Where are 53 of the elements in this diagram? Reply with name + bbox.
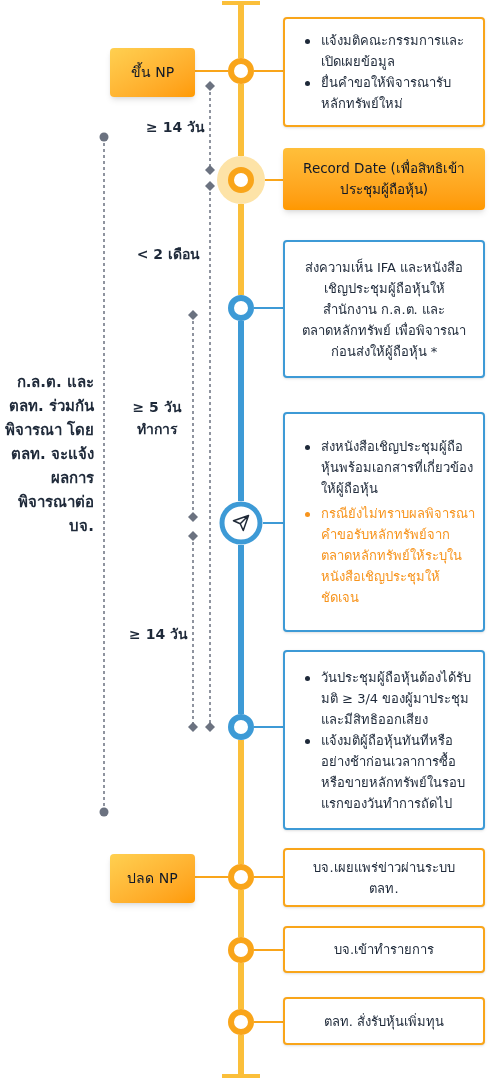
box-text: Record Date (เพื่อสิทธิเข้าประชุมผู้ถือหุ้น) [302, 158, 466, 200]
timeline-segment [238, 963, 244, 1009]
highlight-box [283, 148, 485, 210]
milestone-circle [228, 864, 254, 890]
bullet-text: ยื่นคำขอให้พิจารณารับหลักทรัพย์ใหม่ [321, 73, 452, 113]
milestone-tag [110, 48, 195, 97]
callout-box [283, 650, 485, 830]
milestone-circle [228, 58, 254, 84]
timeline-segment [238, 545, 244, 714]
timeline-segment [238, 890, 244, 937]
connector-line [253, 1021, 284, 1023]
tag-text: ขึ้น NP [130, 62, 175, 82]
duration-label: ≥ 5 วันทำการ [131, 398, 183, 439]
milestone-tag [110, 854, 195, 903]
callout-box [283, 240, 485, 378]
milestone-circle [228, 1009, 254, 1035]
duration-label: ≥ 14 วัน [145, 118, 205, 137]
box-text: บจ.เผยแพร่ข่าวผ่านระบบ ตลท. [312, 858, 456, 898]
box-text: ตลท. สั่งรับหุ้นเพิ่มทุน [323, 1012, 445, 1032]
milestone-circle [217, 156, 265, 204]
callout-box [283, 412, 485, 632]
bullet-text: วันประชุมผู้ถือหุ้นต้องได้รับมติ ≥ 3/4 ของผู้มาประชุมและมีสิทธิออกเสียง [321, 668, 472, 729]
bullet-text: ส่งหนังสือเชิญประชุมผู้ถือหุ้นพร้อมเอกสารที่เกี่ยวข้องให้ผู้ถือหุ้น [321, 438, 474, 499]
timeline-segment [238, 321, 244, 501]
connector-line [194, 70, 229, 72]
milestone-circle [228, 714, 254, 740]
bullet-text: แจ้งมติคณะกรรมการและเปิดเผยข้อมูล [321, 32, 465, 72]
connector-line [194, 876, 229, 878]
tag-text: ปลด NP [127, 869, 178, 888]
box-text: ส่งความเห็น IFA และหนังสือเชิญประชุมผู้ถือหุ้นให้สำนักงาน ก.ล.ต. และตลาดหลักทรัพย์ เพื่อพิจารณาก่อนส่งให้ผู้ถือหุ้น * [300, 257, 468, 362]
paper-plane-milestone [219, 501, 263, 545]
connector-line [253, 949, 284, 951]
milestone-circle [228, 937, 254, 963]
callout-box [283, 926, 485, 973]
note-text: ก.ล.ต. และ ตลท. ร่วมกันพิจารณา โดย ตลท. จะแจ้งผลการพิจารณาต่อ บจ. [3, 372, 94, 537]
duration-label: ≥ 14 วัน [128, 625, 188, 644]
timeline-segment [238, 84, 244, 156]
timeline-segment [238, 740, 244, 864]
callout-box [283, 17, 485, 127]
connector-line [253, 307, 284, 309]
connector-line [253, 876, 284, 878]
connector-line [253, 70, 284, 72]
connector-line [264, 179, 284, 181]
duration-label: < 2 เดือน [135, 245, 200, 264]
timeline-segment [238, 204, 244, 295]
box-text: บจ.เข้าทำรายการ [333, 941, 435, 959]
milestone-circle [228, 295, 254, 321]
bullet-text: แจ้งมติผู้ถือหุ้นทันทีหรืออย่างช้าก่อนเวลาการซื้อหรือขายหลักทรัพย์ในรอบแรกของวันทำการถัดไป [321, 731, 466, 813]
callout-box [283, 848, 485, 907]
connector-line [262, 522, 284, 524]
bullet-text: กรณียังไม่ทราบผลพิจารณาคำขอรับหลักทรัพย์จากตลาดหลักทรัพย์ให้ระบุในหนังสือเชิญประชุมให้ชัดเจน [321, 505, 475, 607]
callout-box [283, 997, 485, 1045]
connector-line [253, 726, 284, 728]
